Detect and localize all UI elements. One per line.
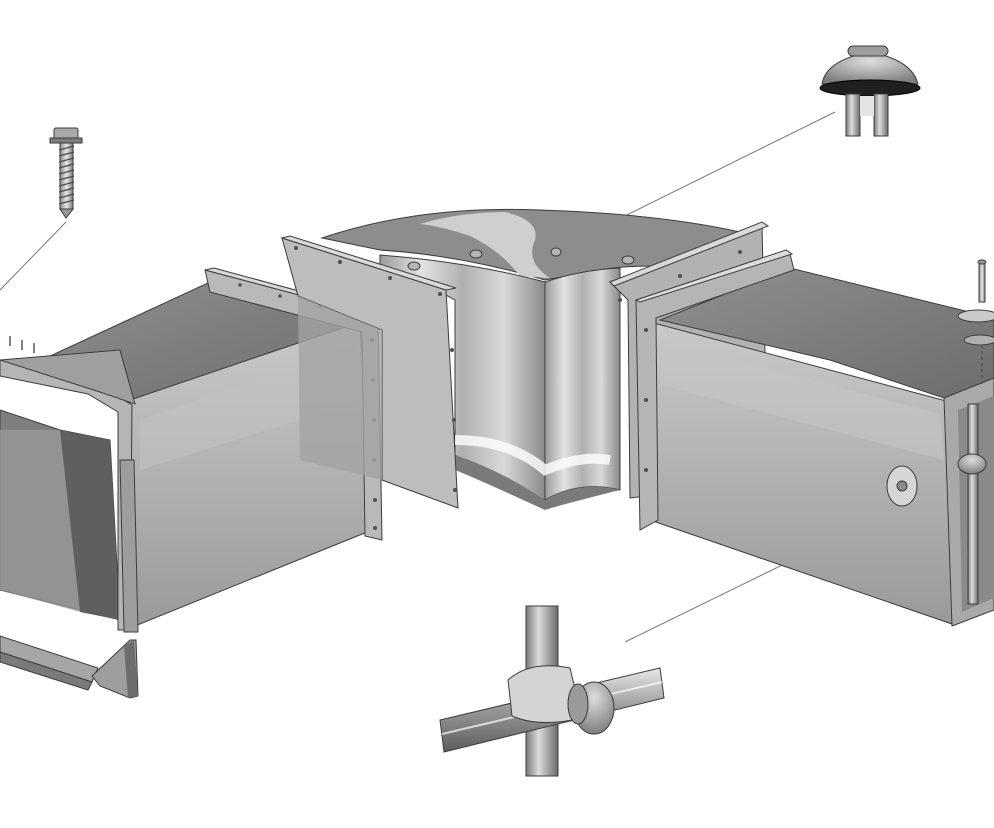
leader-line-screw [0, 221, 67, 291]
corner-angle-profile [0, 635, 139, 699]
mushroom-rivet [819, 45, 921, 137]
duct-section-right [634, 249, 994, 627]
hex-head-screw [49, 127, 83, 219]
cross-rod-connector [439, 605, 665, 777]
threaded-pin-with-washer [957, 259, 994, 385]
small-pins-left [9, 336, 35, 353]
